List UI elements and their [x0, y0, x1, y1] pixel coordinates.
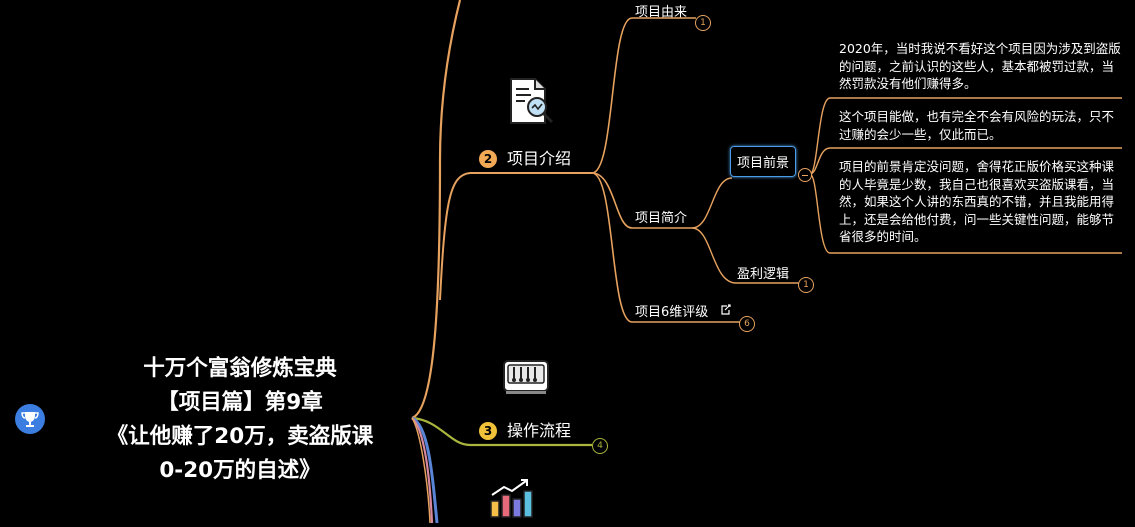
node-origin[interactable]: 项目由来	[635, 1, 687, 20]
link-summary	[591, 172, 692, 229]
external-link-icon[interactable]	[720, 304, 732, 319]
node-profit-count-badge[interactable]: 1	[798, 277, 814, 293]
node-origin-label: 项目由来	[635, 5, 688, 20]
note-prospect-2: 这个项目能做，也有完全不会有风险的玩法，只不过赚的会少一些，仅此而已。	[839, 109, 1115, 142]
node-rating[interactable]: 项目6维评级	[635, 301, 732, 320]
document-analysis-icon	[507, 77, 555, 131]
note-prospect-1: 2020年，当时我说不看好这个项目因为涉及到盗版的问题，之前认识的这些人，基本都…	[839, 41, 1121, 91]
trunk-orange-2	[411, 417, 431, 523]
link-note2	[809, 147, 1122, 175]
bar-chart-growth-icon	[488, 477, 534, 527]
branch-intro[interactable]: 2 项目介绍	[479, 145, 571, 169]
link-profit	[691, 227, 800, 284]
root-title-line-3: 《让他赚了20万，卖盗版课	[106, 424, 374, 449]
root-title-line-1: 十万个富翁修炼宝典	[143, 356, 337, 381]
node-prospect-label: 项目前景	[737, 156, 790, 171]
machine-panel-icon	[502, 355, 550, 401]
node-rating-label: 项目6维评级	[635, 305, 709, 320]
branch-process-count-badge[interactable]: 4	[592, 438, 608, 454]
branch-intro-label: 项目介绍	[507, 149, 572, 168]
collapse-toggle-icon[interactable]	[798, 168, 812, 182]
trunk-orange-line	[411, 0, 462, 420]
trunk-pink	[411, 417, 434, 523]
trophy-icon[interactable]	[15, 404, 45, 434]
node-profit[interactable]: 盈利逻辑	[737, 263, 789, 282]
branch-intro-number: 2	[479, 150, 497, 168]
root-title-line-4: 0-20万的自述》	[159, 458, 321, 483]
link-rating	[591, 172, 740, 323]
trunk-blue	[411, 416, 439, 523]
node-rating-count-badge[interactable]: 6	[739, 316, 755, 332]
node-origin-count-badge[interactable]: 1	[695, 15, 711, 31]
branch-process[interactable]: 3 操作流程	[479, 417, 571, 441]
node-summary[interactable]: 项目简介	[635, 207, 687, 226]
branch-process-number: 3	[479, 422, 497, 440]
trunk-to-process	[411, 416, 592, 447]
root-topic[interactable]: 十万个富翁修炼宝典 【项目篇】第9章 《让他赚了20万，卖盗版课 0-20万的自…	[62, 352, 418, 488]
link-note3	[809, 173, 1122, 254]
trunk-to-intro	[439, 172, 592, 301]
link-note1	[809, 97, 1122, 175]
link-origin	[591, 17, 696, 174]
node-summary-label: 项目简介	[635, 211, 688, 226]
node-profit-label: 盈利逻辑	[737, 267, 790, 282]
root-title-line-2: 【项目篇】第9章	[157, 390, 323, 415]
link-prospect	[691, 177, 733, 229]
note-prospect-3: 项目的前景肯定没问题，舍得花正版价格买这种课的人毕竟是少数，我自己也很喜欢买盗版…	[839, 159, 1115, 244]
branch-process-label: 操作流程	[507, 421, 572, 440]
node-prospect[interactable]: 项目前景	[730, 146, 797, 177]
